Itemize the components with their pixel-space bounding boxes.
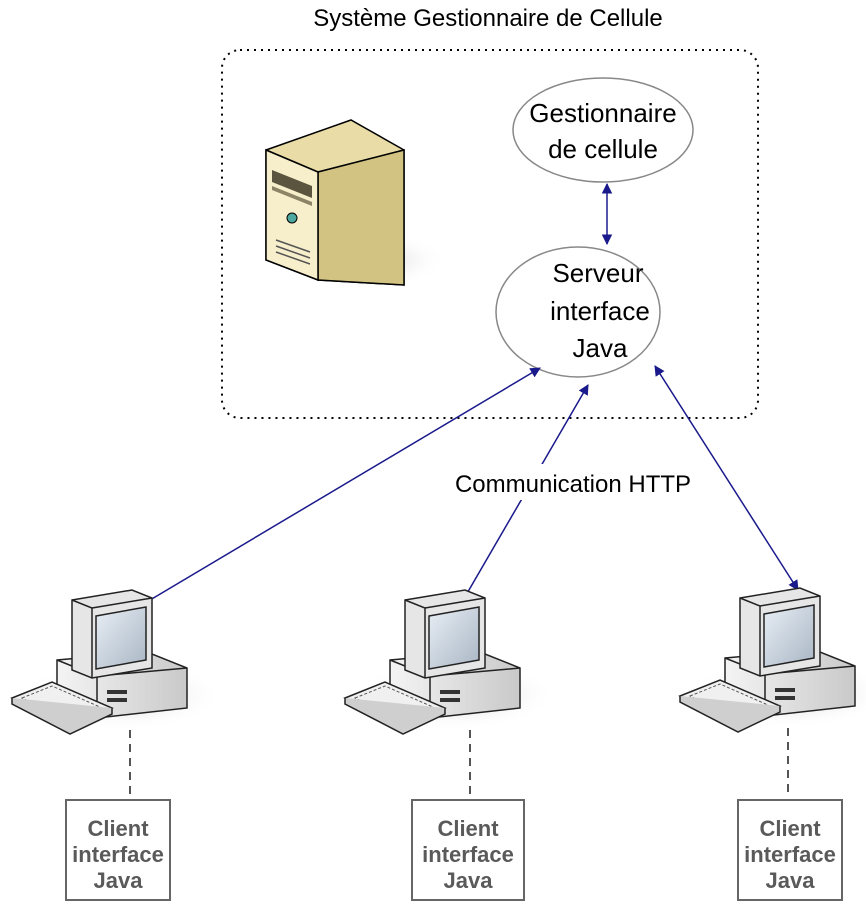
server-label-line1: Serveur — [552, 258, 643, 288]
client-box-2: Client interface Java — [411, 799, 525, 901]
tower-server-icon — [265, 119, 446, 290]
server-node — [495, 246, 661, 378]
client-2-line1: Client — [437, 816, 499, 841]
client-3-line1: Client — [759, 816, 821, 841]
manager-label-line1: Gestionnaire — [529, 98, 676, 128]
connection-label: Communication HTTP — [455, 471, 691, 498]
diagram-title: Système Gestionnaire de Cellule — [313, 5, 663, 32]
client-1-line2: interface — [72, 842, 164, 867]
client-box-1: Client interface Java — [65, 799, 171, 901]
server-label-line3: Java — [573, 333, 628, 363]
client-1-line3: Java — [94, 868, 144, 893]
desktop-computer-icon — [679, 587, 866, 733]
desktop-computer-icon — [344, 589, 556, 735]
system-boundary — [221, 49, 759, 419]
client-2-line3: Java — [444, 868, 494, 893]
manager-label-line2: de cellule — [548, 134, 658, 164]
manager-node — [512, 77, 694, 183]
http-arrow-client-3 — [654, 365, 799, 591]
connection-label-background — [436, 464, 710, 500]
client-3-line2: interface — [744, 842, 836, 867]
desktop-computer-icon — [11, 589, 223, 735]
client-3-line3: Java — [766, 868, 816, 893]
client-1-line1: Client — [87, 816, 149, 841]
client-2-line2: interface — [422, 842, 514, 867]
client-box-3: Client interface Java — [737, 799, 843, 901]
server-label-line2: interface — [550, 296, 650, 326]
